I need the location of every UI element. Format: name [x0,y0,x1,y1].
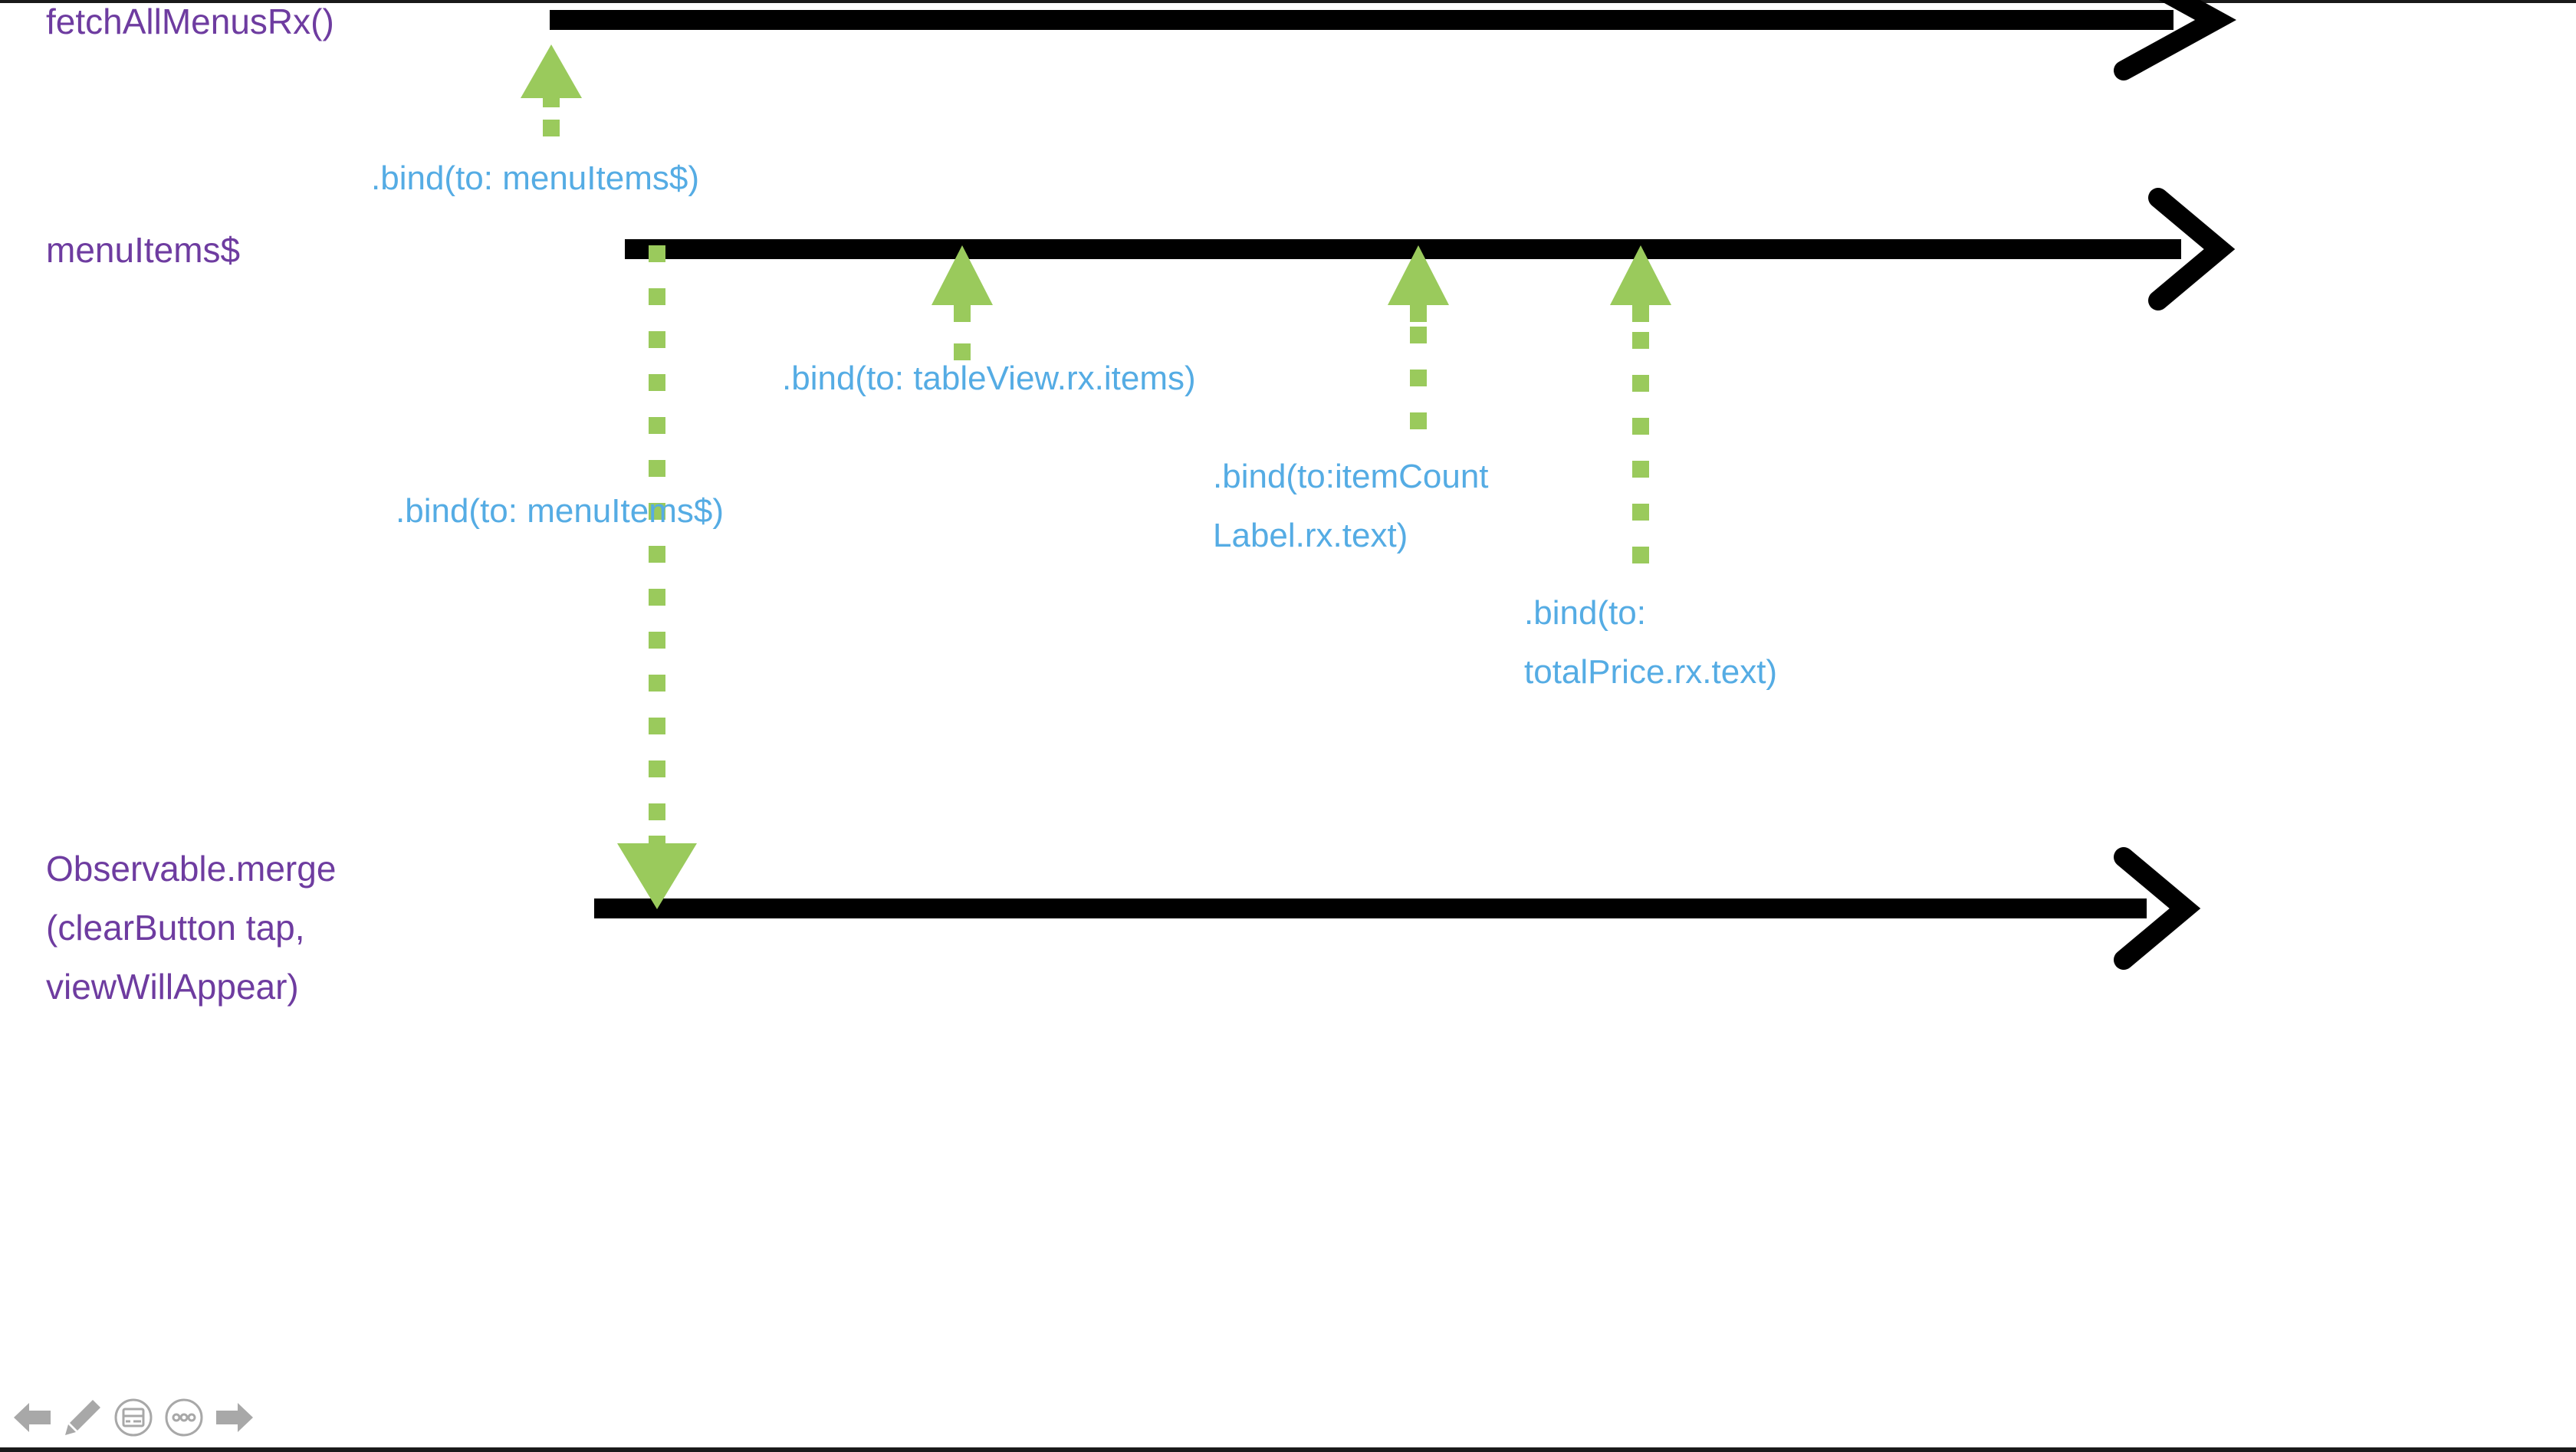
binding-label-bind-item-count-label: .bind(to:itemCount Label.rx.text) [1213,458,1489,554]
more-options-button[interactable] [163,1397,205,1440]
window-edge-bottom [0,1447,2576,1452]
binding-arrow-bind-merge-to-menu-items [617,245,697,909]
binding-label-bind-total-price: .bind(to: totalPrice.rx.text) [1524,594,1778,691]
binding-label-bind-tableview-items: .bind(to: tableView.rx.items) [782,360,1196,397]
slideshow-toolbar [0,1389,2576,1447]
window-edge-top [0,0,2576,3]
previous-slide-button[interactable] [11,1397,54,1440]
right-arrow-icon [215,1401,255,1437]
binding-label-bind-menu-items-source: .bind(to: menuItems$) [371,159,699,197]
stream-label-fetch-all-menus: fetchAllMenusRx() [46,2,334,41]
next-slide-button[interactable] [213,1397,256,1440]
binding-arrow-bind-tableview-items [932,245,993,360]
binding-label-bind-merge-to-menu-items: .bind(to: menuItems$) [396,492,724,530]
binding-arrow-bind-item-count-label [1388,245,1449,429]
pen-tools-button[interactable] [61,1397,104,1440]
stream-label-observable-merge: Observable.merge (clearButton tap, viewW… [46,849,337,1007]
timeline-menu-items [625,188,2236,310]
ellipsis-icon [164,1398,204,1440]
subtitles-icon [113,1398,153,1440]
stream-label-menu-items: menuItems$ [46,230,241,270]
binding-arrow-bind-menu-items-source [521,44,582,136]
timeline-fetch-all-menus [550,0,2236,80]
subtitles-button[interactable] [112,1397,155,1440]
binding-arrow-bind-total-price [1610,245,1671,563]
pencil-icon [64,1398,102,1439]
left-arrow-icon [12,1401,52,1437]
timeline-observable-merge [594,847,2201,970]
